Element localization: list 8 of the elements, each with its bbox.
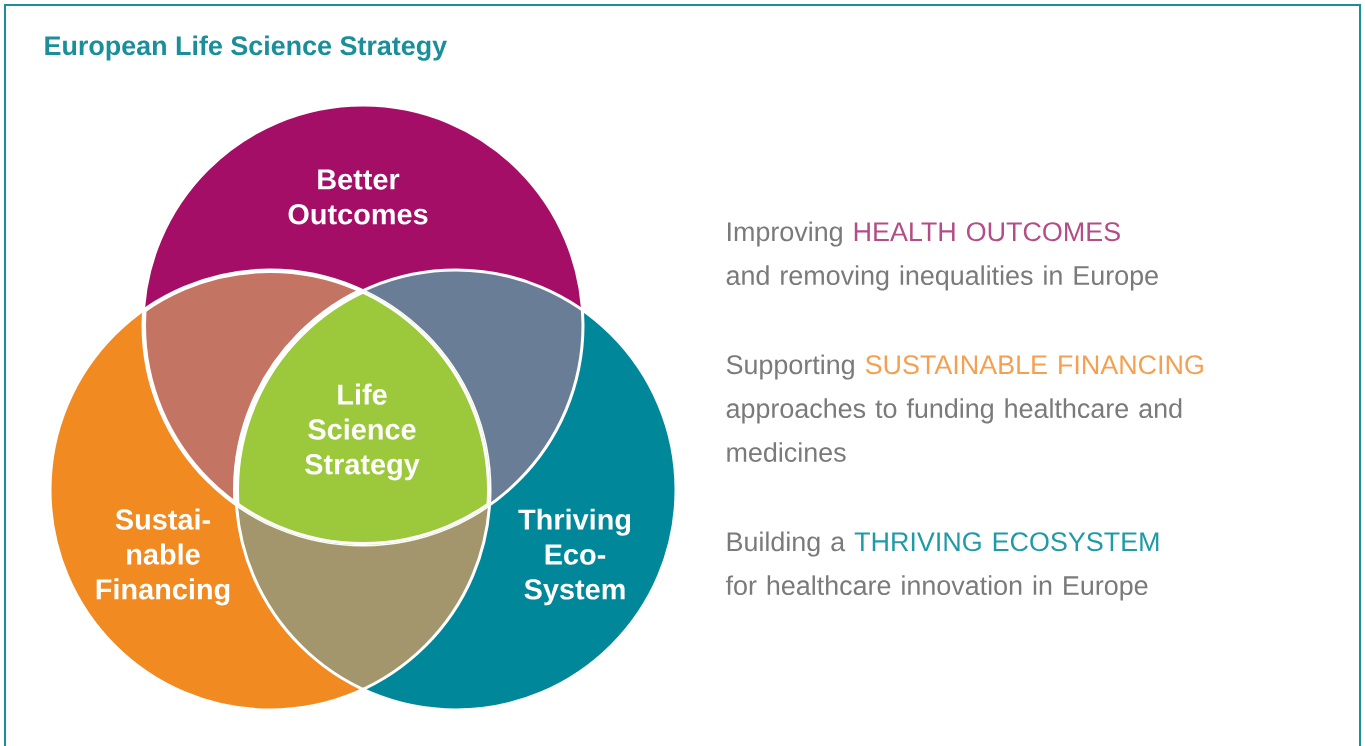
circle-label: Thriving Eco- System [518,508,631,606]
title: European Life Science Strategy [45,35,447,61]
description-text: Improving HEALTH OUTCOMES and removing inequalities in Europe [726,221,1158,291]
circle-label: Sustai- nable Financing [96,508,230,606]
description-text: Supporting SUSTAINABLE FINANCING approaches to funding healthcare and medicines [726,354,1203,462]
description-text: Building a THRIVING ECOSYSTEM for healthcare innovation in Europe [725,531,1159,601]
center-label: Life Science Strategy [305,383,420,481]
circle-label: Better Outcomes [288,169,428,225]
